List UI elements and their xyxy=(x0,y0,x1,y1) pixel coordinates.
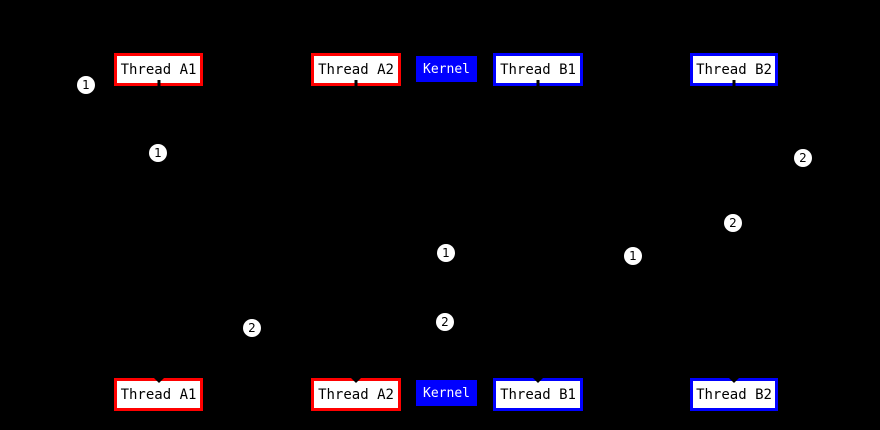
thread-a2-label: Thread A2 xyxy=(318,386,394,403)
lifeline-tick xyxy=(157,80,160,86)
lifeline-tick xyxy=(536,80,540,86)
thread-b1-label: Thread B1 xyxy=(500,61,576,78)
step-marker-2: 2 xyxy=(794,149,812,167)
step-marker-1: 1 xyxy=(624,247,642,265)
thread-a1-label: Thread A1 xyxy=(120,386,197,403)
step-marker-1: 1 xyxy=(77,76,95,94)
arrowhead-icon xyxy=(533,378,543,383)
thread-b2-label: Thread B2 xyxy=(696,386,772,403)
step-marker-2: 2 xyxy=(724,214,742,232)
arrowhead-icon xyxy=(153,378,164,383)
step-marker-1: 1 xyxy=(437,244,455,262)
thread-a1-box-bottom: Thread A1 xyxy=(114,378,203,411)
thread-b1-box-bottom: Thread B1 xyxy=(493,378,583,411)
kernel-label: Kernel xyxy=(423,385,470,401)
thread-a2-label: Thread A2 xyxy=(318,61,394,78)
lifeline-tick xyxy=(354,80,358,86)
thread-b1-label: Thread B1 xyxy=(500,386,576,403)
thread-b2-box-bottom: Thread B2 xyxy=(690,378,778,411)
kernel-box-top: Kernel xyxy=(416,56,477,82)
thread-a2-box-bottom: Thread A2 xyxy=(311,378,401,411)
arrowhead-icon xyxy=(351,378,361,383)
thread-b2-box-top: Thread B2 xyxy=(690,53,778,86)
thread-a1-box-top: Thread A1 xyxy=(114,53,203,86)
kernel-box-bottom: Kernel xyxy=(416,380,477,406)
thread-b1-box-top: Thread B1 xyxy=(493,53,583,86)
step-marker-1: 1 xyxy=(149,144,167,162)
thread-b2-label: Thread B2 xyxy=(696,61,772,78)
lifeline-tick xyxy=(732,80,736,86)
step-marker-2: 2 xyxy=(436,313,454,331)
thread-a2-box-top: Thread A2 xyxy=(311,53,401,86)
kernel-label: Kernel xyxy=(423,61,470,77)
step-marker-2: 2 xyxy=(243,319,261,337)
arrowhead-icon xyxy=(729,378,739,383)
thread-a1-label: Thread A1 xyxy=(120,61,197,78)
